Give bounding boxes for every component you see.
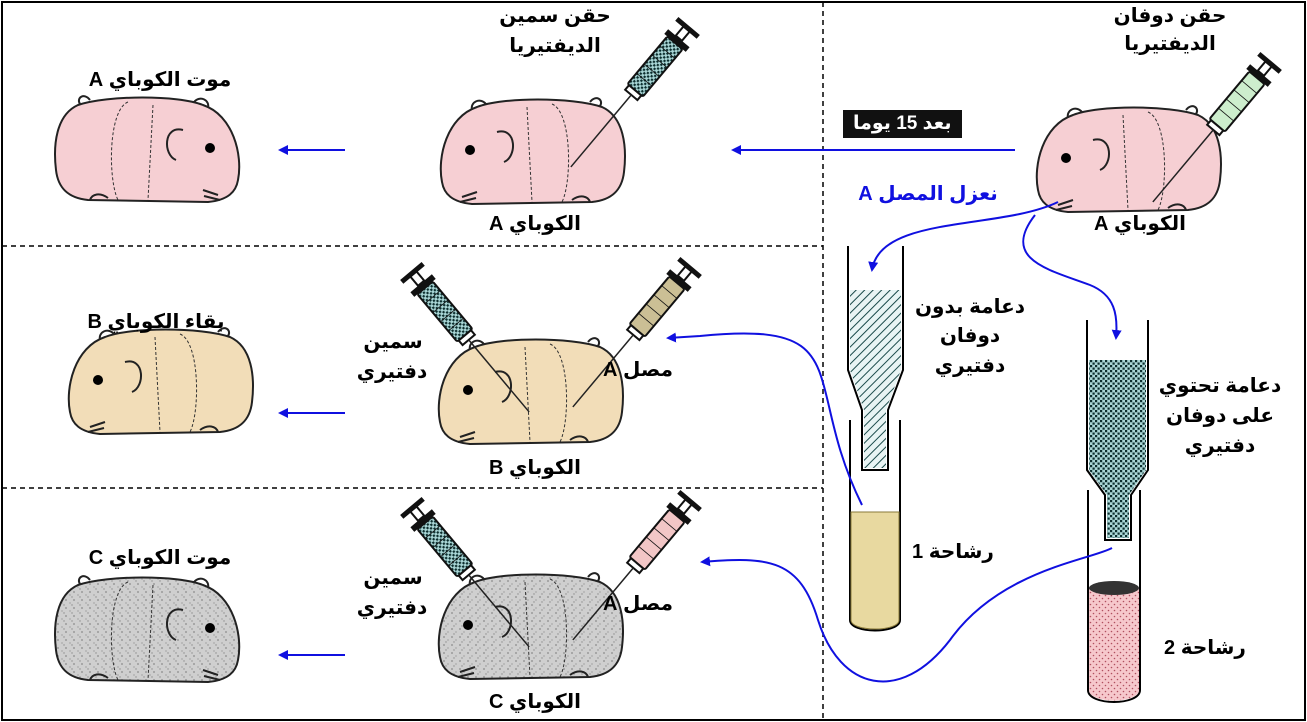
arrow-filtrate1-to-row-b	[668, 333, 862, 505]
row-c-toxin-label-2: دفتيري	[352, 596, 432, 620]
row-c-result-label: موت الكوباي C	[80, 546, 240, 570]
row-c-pig-label: الكوباي C	[470, 690, 600, 714]
serum-isolation-label: نعزل المصل A	[848, 182, 1008, 206]
guinea-pig-b	[439, 338, 623, 444]
guinea-pig-b-survived	[69, 328, 253, 434]
arrow-filtrate2-to-row-c	[702, 548, 1112, 681]
guinea-pig-c	[439, 573, 623, 679]
row-c-toxin-label-1: سمين	[358, 566, 428, 590]
row-c-serum-label: مصل A	[598, 592, 678, 616]
column1-label-3: دفتيري	[920, 354, 1020, 378]
filtrate1-label: رشاحة 1	[898, 540, 1008, 564]
row-a-injection-label-2: الديفتيريا	[485, 34, 625, 58]
column-with-toxoid	[1087, 320, 1148, 540]
row-a-result-label: موت الكوباي A	[80, 68, 240, 92]
column2-label-2: على دوفان	[1160, 404, 1280, 428]
guinea-pig-a-initial	[1037, 106, 1221, 212]
column1-label-2: دوفان	[920, 324, 1020, 348]
row-b-pig-label: الكوباي B	[470, 456, 600, 480]
filtrate2-label: رشاحة 2	[1150, 636, 1260, 660]
right-pig-a-label: الكوباي A	[1080, 212, 1200, 236]
row-a-injection-label-1: حقن سمين	[490, 4, 620, 28]
right-injection-label-2: الديفتيريا	[1100, 32, 1240, 56]
row-b-result-label: بقاء الكوباي B	[76, 310, 236, 334]
column-without-toxoid	[848, 246, 903, 470]
row-b-toxin-label-2: دفتيري	[352, 360, 432, 384]
right-injection-label-1: حقن دوفان	[1110, 4, 1230, 28]
column2-label-1: دعامة تحتوي	[1150, 374, 1290, 398]
guinea-pig-a-dead	[55, 96, 239, 202]
row-b-toxin-label-1: سمين	[358, 330, 428, 354]
row-a-pig-label: الكوباي A	[470, 212, 600, 236]
column1-label-1: دعامة بدون	[900, 295, 1040, 319]
arrow-serum-to-column1	[872, 202, 1058, 270]
guinea-pig-c-dead	[55, 576, 239, 682]
row-b-serum-label: مصل A	[598, 358, 678, 382]
time-badge: بعد 15 يوما	[843, 110, 962, 138]
guinea-pig-a-injected	[441, 98, 625, 204]
column2-label-3: دفتيري	[1170, 434, 1270, 458]
